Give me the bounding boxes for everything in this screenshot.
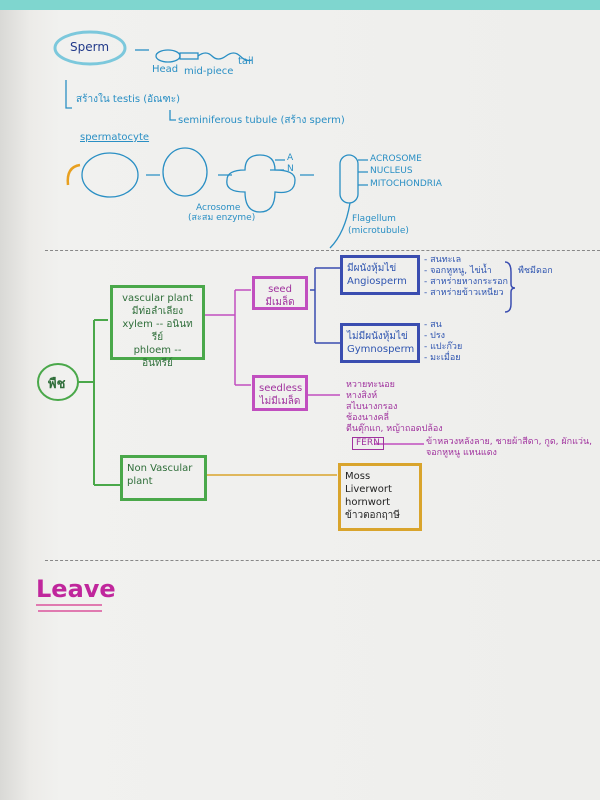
flowering-label: พืชมีดอก (518, 266, 553, 276)
list-item: - ปรง (424, 331, 446, 341)
nonvascular-title: Non Vascular (127, 463, 193, 474)
seedless-thai: ไม่มีเมล็ด (259, 396, 301, 407)
seedless-title: seedless (259, 383, 303, 394)
xylem-line: xylem -- อนินทรีย์ (122, 319, 193, 343)
made-in-testis: สร้างใน testis (อัณฑะ) (76, 94, 180, 105)
list-item: ช้องนางคลี่ (346, 413, 390, 423)
gymnosperm-title: Gymnosperm (347, 344, 415, 355)
acrosome-note: Acrosome (196, 203, 241, 213)
list-item: Moss (345, 471, 371, 482)
mitochondria-label: MITOCHONDRIA (370, 179, 442, 189)
midpiece-label: mid-piece (184, 66, 234, 77)
list-item: - แปะก๊วย (424, 342, 463, 352)
list-item: - มะเมื่อย (424, 353, 461, 363)
nucleus-label: NUCLEUS (370, 166, 413, 176)
list-item: - สนทะเล (424, 255, 462, 265)
divider (45, 560, 600, 561)
tail-label: tail (238, 56, 254, 67)
gymnosperm-examples: - สน - ปรง - แปะก๊วย - มะเมื่อย (424, 320, 462, 364)
vascular-plant-box: vascular plant มีท่อลำเลียง xylem -- อนิ… (110, 285, 205, 369)
seedless-examples: หวายทะนอย หางสิงห์ สไบนางกรอง ช้องนางคลี… (346, 380, 443, 435)
list-item: หวายทะนอย (346, 380, 395, 390)
vascular-line: มีท่อลำเลียง (131, 306, 184, 317)
list-item: - สน (424, 320, 442, 330)
seed-box: seed มีเมล็ด (252, 276, 308, 310)
list-item: ข้าหลวงหลังลาย, ชายผ้าสีดา, กูด, ผักแว่น… (426, 437, 592, 447)
flagellum-label: Flagellum (352, 214, 396, 224)
gymnosperm-thai: ไม่มีผนังหุ้มไข่ (347, 331, 408, 342)
nonvascular-plant-box: Non Vascular plant (120, 455, 207, 501)
vascular-title: vascular plant (122, 293, 193, 304)
angiosperm-thai: มีผนังหุ้มไข่ (347, 263, 397, 274)
phloem-line: phloem -- อินทรีย์ (133, 345, 182, 369)
list-item: - สาหร่ายข้าวเหนียว (424, 288, 504, 298)
fern-box: FERN (352, 437, 384, 450)
list-item: หางสิงห์ (346, 391, 378, 401)
gymnosperm-box: ไม่มีผนังหุ้มไข่ Gymnosperm (340, 323, 420, 363)
list-item: hornwort (345, 497, 391, 508)
seed-title: seed (268, 284, 292, 295)
seminiferous-tubule: seminiferous tubule (สร้าง sperm) (178, 115, 345, 126)
list-item: ข้าวตอกฤาษี (345, 510, 400, 521)
plant-root: พืช (48, 377, 66, 392)
angiosperm-box: มีผนังหุ้มไข่ Angiosperm (340, 255, 420, 295)
list-item: ตีนตุ๊กแก, หญ้าถอดปล้อง (346, 424, 443, 434)
angiosperm-examples: - สนทะเล - จอกหูหนู, ไข่น้ำ - สาหร่ายหาง… (424, 255, 508, 299)
nonvascular-title-2: plant (127, 476, 153, 487)
background-surface (0, 0, 600, 10)
acrosome-label: ACROSOME (370, 154, 422, 164)
spermatocyte-title: spermatocyte (80, 132, 150, 143)
list-item: - สาหร่ายหางกระรอก (424, 277, 508, 287)
list-item: Liverwort (345, 484, 392, 495)
a-label: A (287, 153, 294, 163)
list-item: สไบนางกรอง (346, 402, 398, 412)
seed-thai: มีเมล็ด (265, 297, 295, 308)
sperm-title: Sperm (70, 40, 110, 54)
leave-heading: Leave (36, 575, 116, 603)
n-label: N (287, 164, 294, 174)
divider (45, 250, 600, 251)
seedless-box: seedless ไม่มีเมล็ด (252, 375, 308, 411)
list-item: - จอกหูหนู, ไข่น้ำ (424, 266, 492, 276)
nonvascular-examples-box: Moss Liverwort hornwort ข้าวตอกฤาษี (338, 463, 422, 531)
enzyme-note: (สะสม enzyme) (188, 213, 256, 223)
head-label: Head (152, 64, 179, 75)
list-item: จอกหูหนู แหนแดง (426, 448, 497, 458)
angiosperm-title: Angiosperm (347, 276, 407, 287)
fern-examples: ข้าหลวงหลังลาย, ชายผ้าสีดา, กูด, ผักแว่น… (426, 437, 592, 459)
microtubule-label: (microtubule) (348, 226, 409, 236)
